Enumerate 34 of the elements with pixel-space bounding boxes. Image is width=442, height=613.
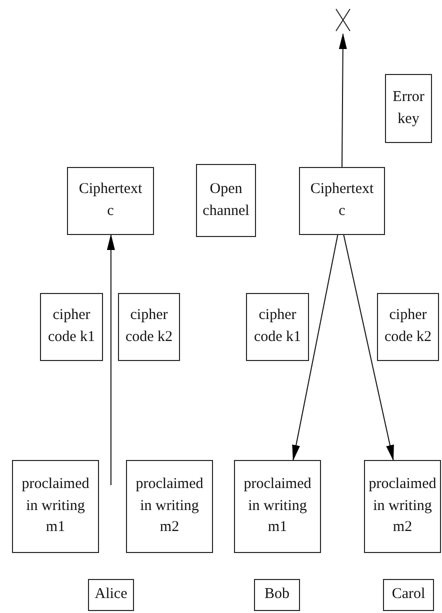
box-label: Alice xyxy=(94,585,128,604)
box-label: Open channel xyxy=(202,180,250,220)
text-box xyxy=(118,293,180,361)
box-label: Ciphertext c xyxy=(310,180,374,221)
box-label: proclaimed in writing m2 xyxy=(368,474,438,538)
box-label: Bob xyxy=(264,585,290,604)
text-box xyxy=(67,167,154,235)
box-label: cipher code k2 xyxy=(124,306,174,347)
box-label: proclaimed in writing m1 xyxy=(242,474,312,538)
box-label: proclaimed in writing m1 xyxy=(20,474,90,538)
text-box xyxy=(12,460,99,553)
arrow xyxy=(343,234,394,461)
arrow xyxy=(106,234,115,486)
text-box xyxy=(254,579,300,611)
text-box xyxy=(246,293,309,361)
box-label: Error key xyxy=(392,88,426,128)
text-box xyxy=(383,579,434,611)
text-box xyxy=(40,293,103,361)
box-label: cipher code k1 xyxy=(46,306,96,347)
text-box xyxy=(196,164,256,237)
text-box xyxy=(88,579,134,611)
box-label: Carol xyxy=(392,585,426,604)
box-label: Ciphertext c xyxy=(78,180,143,221)
text-box xyxy=(377,293,439,361)
text-box xyxy=(385,74,432,143)
text-box xyxy=(299,167,385,235)
text-box xyxy=(234,460,321,553)
box-label: cipher code k2 xyxy=(383,306,433,347)
arrow xyxy=(292,234,338,461)
text-box xyxy=(364,460,441,553)
arrow xyxy=(338,33,347,168)
box-label: proclaimed in writing m2 xyxy=(134,474,204,538)
box-label: cipher code k1 xyxy=(252,306,302,347)
text-box xyxy=(126,460,213,553)
